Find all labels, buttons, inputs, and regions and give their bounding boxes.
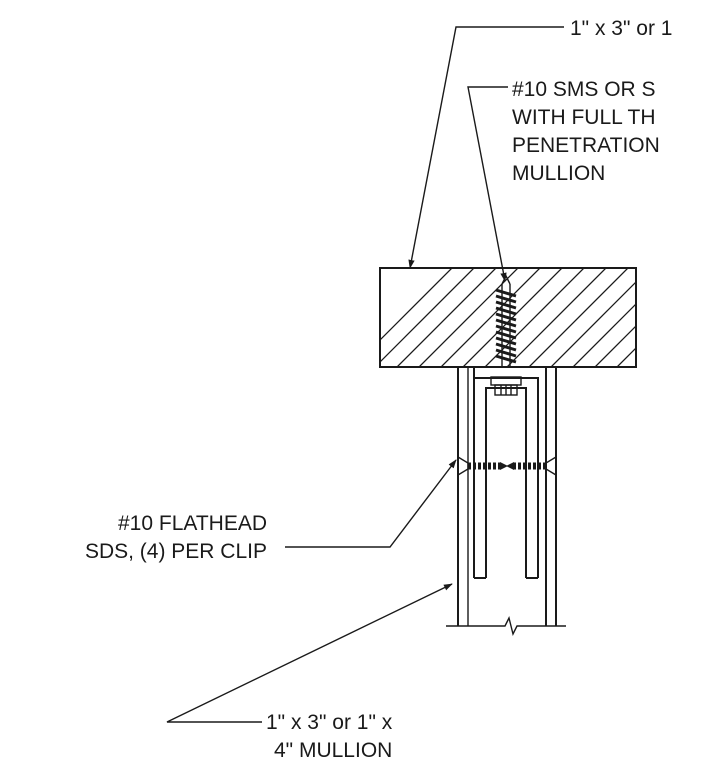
callout-screw-line3: PENETRATION (512, 134, 660, 157)
callout-screw-line1: #10 SMS OR S (512, 78, 656, 101)
callout-clip-line1: #10 FLATHEAD (118, 512, 267, 535)
callout-clip-line2: SDS, (4) PER CLIP (85, 540, 267, 563)
leader-flathead (285, 459, 457, 548)
callout-screw-line4: MULLION (512, 162, 605, 185)
callout-top-material: 1" x 3" or 1 (570, 17, 672, 40)
substrate-block (379, 267, 637, 368)
leader-screw (467, 86, 508, 282)
leader-top-material (408, 26, 564, 269)
callout-screw-line2: WITH FULL TH (512, 106, 656, 129)
callout-mullion-line1: 1" x 3" or 1" x (266, 711, 393, 734)
mullion-profile (446, 367, 566, 637)
mullion-clip (473, 367, 539, 579)
callout-mullion-line2: 4" MULLION (274, 739, 392, 762)
leader-mullion (166, 583, 453, 723)
substrate-hatching (380, 268, 636, 367)
flathead-screw-left (457, 456, 508, 476)
flathead-screw-right (506, 456, 557, 476)
